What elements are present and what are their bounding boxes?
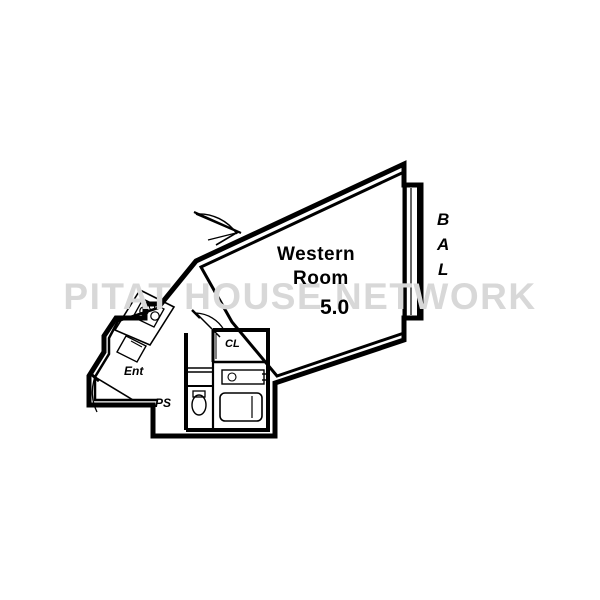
interior-doors — [188, 309, 225, 373]
western-room-path — [198, 169, 406, 378]
stove-burner-icon — [139, 306, 149, 316]
entrance-door — [90, 372, 134, 413]
entrance-walls — [93, 305, 162, 402]
western-room-walls — [198, 169, 406, 378]
bathtub-icon — [219, 392, 263, 422]
faucet-icon — [148, 303, 156, 311]
kitchen-counter-body — [113, 288, 176, 347]
balcony-area — [404, 183, 421, 320]
label-closet: CL — [225, 338, 240, 350]
sink-basin — [132, 298, 165, 328]
entrance-inner-wall — [93, 305, 162, 402]
top-door — [193, 210, 242, 246]
entrance-door-leaf — [94, 376, 134, 401]
top-door-frame — [193, 210, 242, 235]
label-western-room-line2: Room — [293, 268, 349, 289]
counter-detail-line — [130, 340, 143, 348]
label-balcony-b: B — [437, 210, 450, 229]
label-balcony-a: A — [437, 235, 450, 254]
kitchen-counter — [113, 288, 176, 363]
outer-wall-outline — [86, 160, 424, 439]
top-door-threshold — [207, 231, 241, 241]
counter-lower-segment — [116, 335, 147, 363]
label-western-room-line1: Western — [277, 244, 356, 265]
vanity-sink-icon — [227, 372, 237, 382]
toilet-tank-icon — [192, 390, 206, 398]
label-pipe-space: PS — [155, 396, 172, 410]
stove-burner-icon — [150, 311, 160, 321]
label-entrance: Ent — [124, 364, 144, 378]
label-western-room-size: 5.0 — [320, 296, 350, 319]
hall-door-swing-arc — [195, 312, 225, 331]
entrance-door-jamb — [90, 372, 100, 383]
wall-outline-path — [86, 160, 424, 439]
toilet-bowl-icon — [191, 394, 207, 416]
label-balcony-l: L — [437, 260, 449, 279]
pipe-space-wall — [186, 385, 214, 400]
entrance-door-swing-arc — [91, 376, 98, 413]
label-balcony: B A L — [437, 207, 449, 282]
bathroom-fixtures — [191, 369, 268, 422]
vanity-counter-icon — [221, 369, 265, 385]
hall-door-jamb — [191, 309, 201, 319]
